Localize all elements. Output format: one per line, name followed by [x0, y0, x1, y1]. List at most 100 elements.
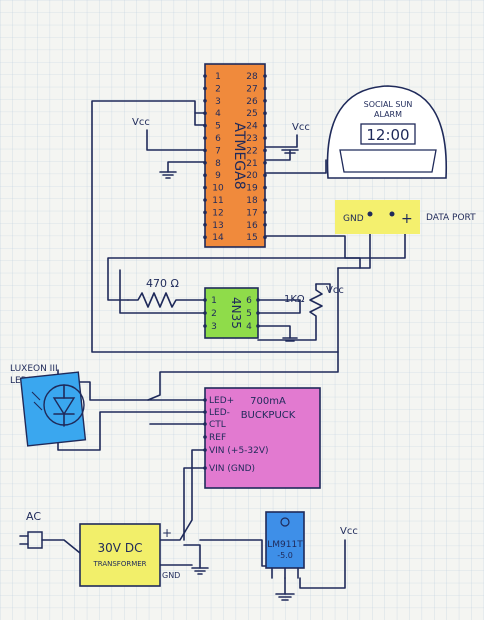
- ac-plug: AC: [19, 510, 43, 549]
- resistor-1k-label: 1KΩ: [284, 294, 305, 305]
- atmega-pin-terminal: [203, 148, 207, 153]
- buckpuck-pin-terminal: [203, 448, 207, 452]
- optocoupler-pin-terminal: [203, 324, 207, 328]
- clock-title-line2: ALARM: [374, 110, 402, 119]
- ac-plug-icon: [27, 531, 43, 549]
- atmega-pin-terminal: [263, 223, 267, 227]
- optocoupler-pin-label: 5: [246, 309, 252, 319]
- buckpuck-pin-label: REF: [209, 433, 226, 443]
- optocoupler-pin-label: 4: [246, 322, 252, 332]
- atmega-pin-label: 1: [215, 72, 221, 82]
- atmega-pin-terminal: [203, 235, 207, 239]
- atmega-pin-terminal: [203, 74, 207, 78]
- atmega-pin-label: 6: [215, 134, 221, 144]
- data-port-plus-terminal: [389, 211, 395, 217]
- atmega-pin-label: 27: [246, 84, 257, 94]
- atmega-pin-terminal: [203, 210, 207, 215]
- clock-display: [360, 123, 416, 145]
- regulator-label-line2: -5.0: [277, 551, 293, 560]
- transformer-label-line1: 30V DC: [98, 541, 143, 555]
- atmega-pin-terminal: [203, 136, 207, 140]
- leds-body: [19, 371, 87, 447]
- clock-title-line1: SOCIAL SUN: [364, 100, 413, 109]
- atmega-pin-terminal: [203, 161, 207, 165]
- regulator-body: [265, 511, 305, 569]
- transformer: 30V DC TRANSFORMER + GND: [79, 523, 180, 587]
- atmega-pin-terminal: [203, 185, 207, 190]
- optocoupler-right-pins: 6 5 4: [246, 296, 260, 332]
- buckpuck-pin-terminal: [203, 398, 207, 402]
- atmega-pin-label: 24: [246, 122, 258, 132]
- buckpuck-pin-terminal: [203, 435, 207, 439]
- optocoupler-label: 4N35: [229, 297, 243, 329]
- atmega-pin-terminal: [263, 185, 267, 190]
- vcc-label-atmega-right: Vcc: [292, 122, 310, 133]
- atmega-pin-label: 7: [215, 146, 221, 156]
- regulator-label-line1: LM911T: [267, 540, 303, 550]
- optocoupler-pin-terminal: [256, 298, 260, 302]
- resistor-470-label: 470 Ω: [146, 277, 179, 290]
- data-port-gnd-terminal: [367, 211, 373, 217]
- data-port-gnd-label: GND: [343, 214, 364, 224]
- atmega-pin-terminal: [263, 210, 267, 215]
- atmega-pin-terminal: [263, 99, 267, 103]
- optocoupler-pin-terminal: [203, 311, 207, 315]
- data-port-body: [335, 200, 420, 234]
- transformer-label-line2: TRANSFORMER: [92, 560, 146, 568]
- optocoupler-pin-terminal: [203, 298, 207, 302]
- buckpuck-pin-label: LED-: [209, 408, 230, 418]
- leds-label-line1: LUXEON III: [10, 364, 58, 374]
- voltage-regulator: LM911T -5.0: [265, 511, 305, 579]
- buckpuck-pin-label: VIN (+5-32V): [209, 446, 269, 456]
- atmega8-body: [204, 63, 266, 248]
- buckpuck-title-line2: BUCKPUCK: [241, 410, 296, 421]
- buckpuck-pin-terminal: [203, 410, 207, 414]
- optocoupler-4n35: 4N35 123 654: [203, 287, 260, 339]
- atmega-pin-label: 16: [246, 221, 258, 231]
- atmega-pin-label: 26: [246, 97, 258, 107]
- buckpuck-pin-label: CTL: [209, 420, 226, 430]
- data-port-plus-label: +: [401, 211, 413, 227]
- atmega-pin-label: 5: [215, 122, 221, 132]
- atmega-pin-label: 17: [246, 208, 257, 218]
- optocoupler-pin-label: 2: [211, 309, 217, 319]
- atmega8-label: ATMEGA8: [231, 122, 247, 189]
- atmega-pin-label: 20: [246, 171, 258, 181]
- luxeon-leds: LUXEON III LEDS: [10, 364, 87, 447]
- buckpuck-pin-terminal: [203, 422, 207, 426]
- atmega-pin-terminal: [263, 111, 267, 115]
- atmega-pin-terminal: [263, 148, 267, 153]
- atmega-pin-terminal: [203, 86, 207, 91]
- atmega-pin-terminal: [203, 223, 207, 227]
- atmega-pin-terminal: [263, 74, 267, 78]
- buckpuck-pin-terminal: [203, 466, 207, 470]
- buckpuck-body: [204, 387, 321, 489]
- buckpuck-pin-label: LED+: [209, 396, 234, 406]
- regulator-mount-hole: [280, 517, 290, 527]
- optocoupler-pin-terminal: [256, 311, 260, 315]
- atmega-pin-label: 8: [215, 159, 221, 169]
- vcc-label-regulator: Vcc: [340, 526, 358, 537]
- atmega-pin-label: 22: [246, 146, 257, 156]
- atmega-pin-label: 2: [215, 84, 221, 94]
- social-sun-alarm-clock: SOCIAL SUN ALARM 12:00: [326, 85, 448, 179]
- optocoupler-pin-label: 6: [246, 296, 252, 306]
- transformer-gnd-label: GND: [162, 571, 180, 580]
- atmega-pin-label: 28: [246, 72, 258, 82]
- atmega-pin-terminal: [203, 99, 207, 103]
- vcc-label-resistor: Vcc: [326, 285, 344, 296]
- atmega-pin-label: 25: [246, 109, 257, 119]
- atmega-pin-terminal: [263, 198, 267, 202]
- atmega-pin-label: 19: [246, 184, 258, 194]
- atmega-pin-label: 18: [246, 196, 258, 206]
- ac-label: AC: [26, 510, 41, 523]
- atmega-pin-terminal: [263, 161, 267, 165]
- atmega-pin-terminal: [263, 136, 267, 140]
- atmega-pin-label: 23: [246, 134, 257, 144]
- atmega-pin-terminal: [263, 86, 267, 91]
- atmega-pin-label: 9: [215, 171, 221, 181]
